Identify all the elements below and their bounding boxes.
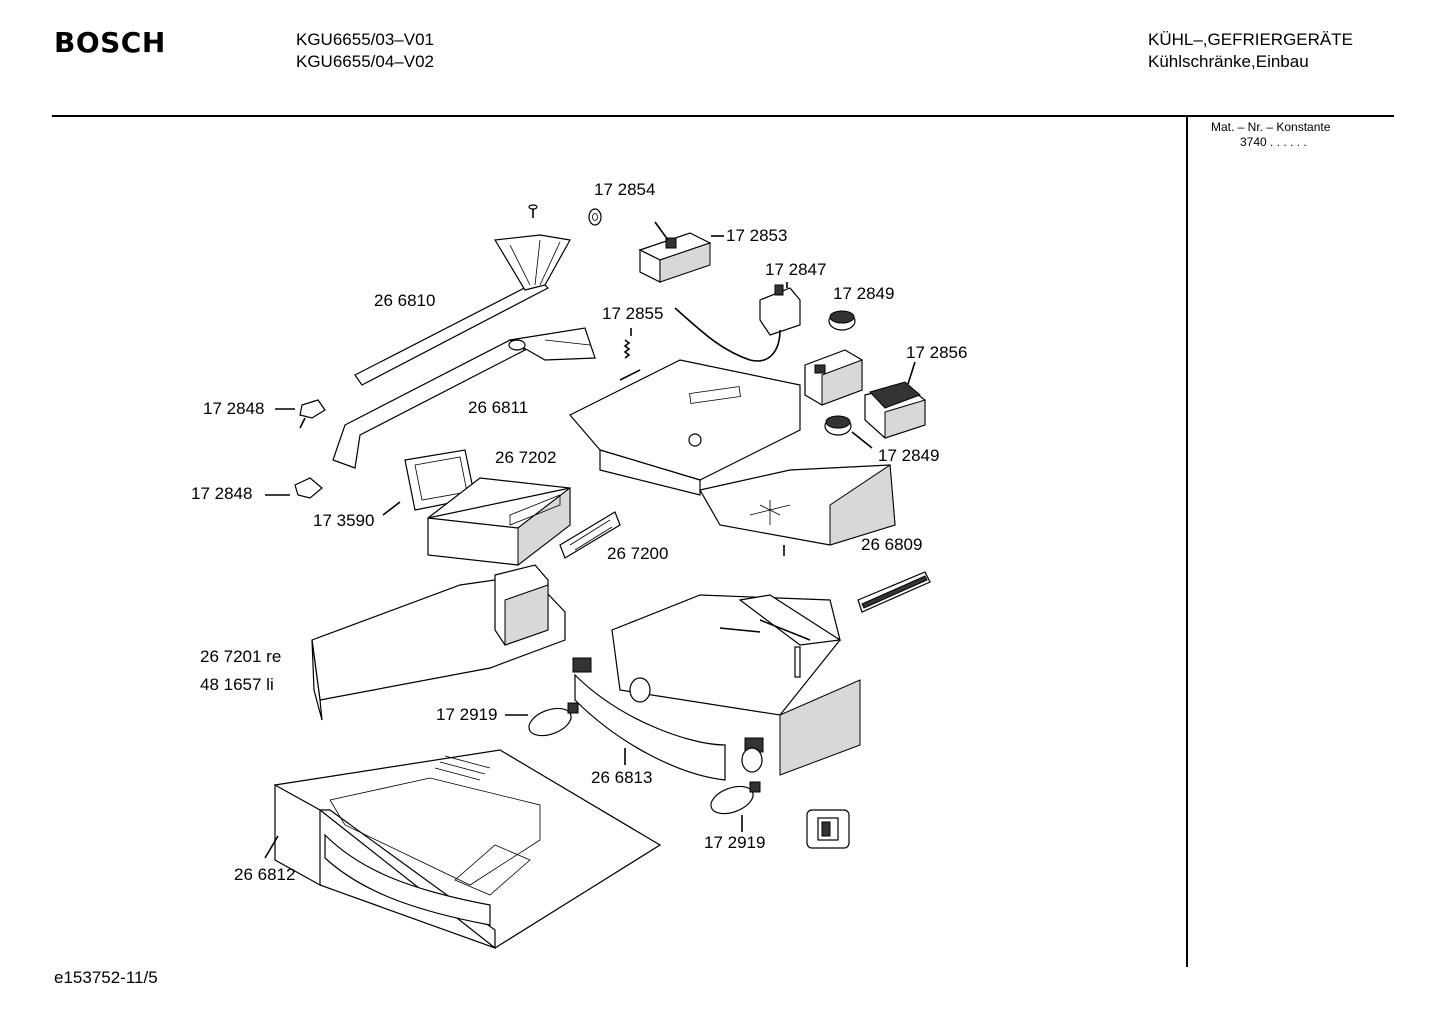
knob-part <box>828 310 856 331</box>
callout-17-2848-upper: 17 2848 <box>203 399 265 418</box>
callout-26-6811: 26 6811 <box>468 398 529 417</box>
callout-26-6813: 26 6813 <box>591 768 653 787</box>
air-duct-part <box>427 477 571 567</box>
grille-part <box>559 511 621 559</box>
clip-part <box>294 477 323 499</box>
sidebar-divider <box>1186 115 1188 967</box>
header-divider <box>52 115 1394 117</box>
callout-26-7201-re: 26 7201 re <box>200 647 282 666</box>
main-housing-part <box>569 359 896 546</box>
callout-17-3590: 17 3590 <box>313 511 375 530</box>
leader-line <box>907 361 916 385</box>
drawer-base-part <box>274 749 662 950</box>
category-subtitle: Kühlschränke,Einbau <box>1148 52 1309 71</box>
bulb-part <box>710 781 761 815</box>
material-number-label: Mat. – Nr. – Konstante <box>1211 120 1331 134</box>
callout-26-7200: 26 7200 <box>607 544 669 563</box>
leader-line <box>382 501 401 516</box>
callout-17-2854: 17 2854 <box>594 180 656 199</box>
rail-part <box>857 571 931 613</box>
callout-17-2853: 17 2853 <box>726 226 788 245</box>
thermostat-housing-part <box>638 221 712 283</box>
side-housing-part <box>311 564 566 721</box>
material-number-value: 3740 . . . . . . <box>1240 135 1307 149</box>
category-title: KÜHL–,GEFRIERGERÄTE <box>1148 30 1353 49</box>
callout-26-6810: 26 6810 <box>374 291 436 310</box>
callout-17-2919-left: 17 2919 <box>436 705 498 724</box>
callout-17-2848-lower: 17 2848 <box>191 484 253 503</box>
washer-part <box>588 208 602 226</box>
screw-part <box>528 204 538 218</box>
switch-housing-part <box>804 349 863 406</box>
clip-part <box>299 399 326 429</box>
cover-part <box>864 381 926 439</box>
model-number-1: KGU6655/03–V01 <box>296 30 434 49</box>
lever-part-upper <box>354 234 571 386</box>
callout-26-6809: 26 6809 <box>861 535 923 554</box>
callout-17-2849-lower: 17 2849 <box>878 446 940 465</box>
callout-17-2855: 17 2855 <box>602 304 664 323</box>
leader-line <box>264 835 279 859</box>
switch-button-icon <box>806 809 850 849</box>
callout-17-2847: 17 2847 <box>765 260 827 279</box>
knob-part <box>824 415 852 436</box>
leader-line <box>851 431 873 449</box>
brand-logo: BOSCH <box>54 26 166 59</box>
bulb-part <box>528 702 579 737</box>
lever-part-lower <box>332 327 596 469</box>
spring-part <box>623 339 631 359</box>
callout-48-1657-li: 48 1657 li <box>200 675 274 694</box>
callout-26-7202: 26 7202 <box>495 448 557 467</box>
lamp-tray-part <box>572 594 861 781</box>
callout-17-2919-right: 17 2919 <box>704 833 766 852</box>
callout-26-6812: 26 6812 <box>234 865 296 884</box>
callout-17-2856: 17 2856 <box>906 343 968 362</box>
document-id: e153752-11/5 <box>54 968 158 987</box>
callout-17-2849-upper: 17 2849 <box>833 284 895 303</box>
thermostat-part <box>674 284 801 362</box>
model-number-2: KGU6655/04–V02 <box>296 52 434 71</box>
